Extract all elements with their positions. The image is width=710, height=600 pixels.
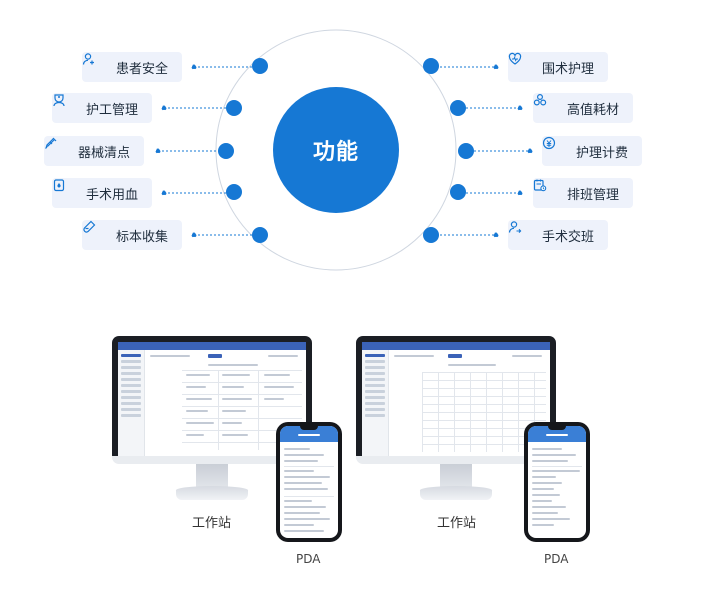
pda-screen bbox=[280, 426, 338, 538]
ring-node bbox=[226, 184, 242, 200]
function-patient-safety: 患者安全 bbox=[82, 52, 182, 82]
function-label: 护工管理 bbox=[86, 102, 139, 118]
function-surgery-handover: 手术交班 bbox=[508, 220, 608, 250]
ring-node bbox=[458, 143, 474, 159]
nurse-icon bbox=[53, 94, 78, 115]
function-nursing-billing: 护理计费 bbox=[542, 136, 642, 166]
consumables-icon bbox=[533, 93, 559, 115]
monitor-screen bbox=[118, 342, 306, 456]
function-label: 器械清点 bbox=[78, 145, 131, 161]
center-function-label: 功能 bbox=[273, 87, 399, 213]
ring-node bbox=[226, 100, 242, 116]
ring-node bbox=[450, 100, 466, 116]
function-caregiver-management: 护工管理 bbox=[52, 93, 152, 123]
function-label: 患者安全 bbox=[116, 61, 169, 77]
heart-care-icon bbox=[508, 52, 534, 74]
outer-ring bbox=[215, 29, 457, 271]
connector-dot bbox=[493, 64, 499, 70]
connector-dot bbox=[161, 190, 167, 196]
function-label: 手术用血 bbox=[86, 187, 139, 203]
ring-node bbox=[252, 227, 268, 243]
workstation-label-left: 工作站 bbox=[192, 516, 232, 531]
function-label: 护理计费 bbox=[576, 145, 629, 161]
billing-icon bbox=[542, 136, 568, 158]
connector-dot bbox=[527, 148, 533, 154]
test-tube-icon bbox=[83, 220, 108, 242]
function-surgical-blood: 手术用血 bbox=[52, 178, 152, 208]
pda-device-left bbox=[276, 422, 342, 542]
connector-dot bbox=[155, 148, 161, 154]
connector-dot bbox=[191, 64, 197, 70]
function-specimen-collection: 标本收集 bbox=[82, 220, 182, 250]
workstation-monitor-right bbox=[356, 336, 556, 506]
ring-node bbox=[450, 184, 466, 200]
blood-bag-icon bbox=[53, 179, 78, 200]
connector-dot bbox=[517, 190, 523, 196]
ring-node bbox=[423, 227, 439, 243]
function-label: 手术交班 bbox=[542, 229, 595, 245]
ring-node bbox=[252, 58, 268, 74]
pda-device-right bbox=[524, 422, 590, 542]
connector-dot bbox=[191, 232, 197, 238]
ring-node bbox=[218, 143, 234, 159]
syringe-icon bbox=[45, 137, 70, 158]
function-high-value-consumables: 高值耗材 bbox=[533, 93, 633, 123]
schedule-icon bbox=[533, 179, 559, 200]
function-perioperative-care: 围术护理 bbox=[508, 52, 608, 82]
pda-label-left: PDA bbox=[296, 552, 321, 566]
function-diagram: 功能 患者安全 护工管理 器械清点 手术用血 标本收集 围术护理 bbox=[0, 0, 710, 290]
workstation-label-right: 工作站 bbox=[437, 516, 477, 531]
monitor-screen bbox=[362, 342, 550, 456]
handover-user-icon bbox=[508, 221, 534, 242]
function-label: 排班管理 bbox=[567, 187, 620, 203]
function-label: 围术护理 bbox=[542, 61, 595, 77]
function-schedule-management: 排班管理 bbox=[533, 178, 633, 208]
connector-dot bbox=[161, 105, 167, 111]
function-label: 高值耗材 bbox=[567, 102, 620, 118]
user-plus-icon bbox=[82, 53, 108, 74]
pda-label-right: PDA bbox=[544, 552, 569, 566]
function-instrument-count: 器械清点 bbox=[44, 136, 144, 166]
connector-dot bbox=[517, 105, 523, 111]
pda-screen bbox=[528, 426, 586, 538]
function-label: 标本收集 bbox=[116, 229, 169, 245]
connector-dot bbox=[493, 232, 499, 238]
diagram-connectors bbox=[155, 29, 533, 271]
ring-node bbox=[423, 58, 439, 74]
